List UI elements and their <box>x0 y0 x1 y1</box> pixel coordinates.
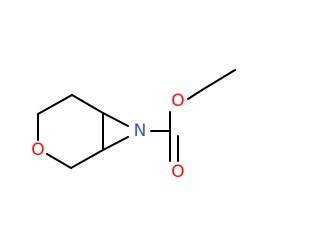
ring-oxygen-label: O <box>31 140 44 160</box>
ester-oxygen-label: O <box>171 91 184 111</box>
bond-ch2-ch3 <box>201 69 236 91</box>
bond-layer <box>37 69 236 169</box>
molecule-drawing: O N O O <box>31 69 236 182</box>
aziridine-nitrogen-label: N <box>134 121 147 141</box>
bond-ester-o-ch2 <box>187 89 203 100</box>
bond-c5-c4 <box>71 94 104 114</box>
atom-label-layer: O N O O <box>31 91 184 182</box>
structure-diagram: O N O O <box>31 69 236 182</box>
bond-c4-n <box>102 112 129 127</box>
bond-c3-c2 <box>70 149 104 169</box>
carbonyl-oxygen-label: O <box>171 162 184 182</box>
bond-c6-c5 <box>37 94 73 115</box>
bond-c3-n <box>102 136 129 151</box>
bond-c2-o1 <box>46 153 72 169</box>
